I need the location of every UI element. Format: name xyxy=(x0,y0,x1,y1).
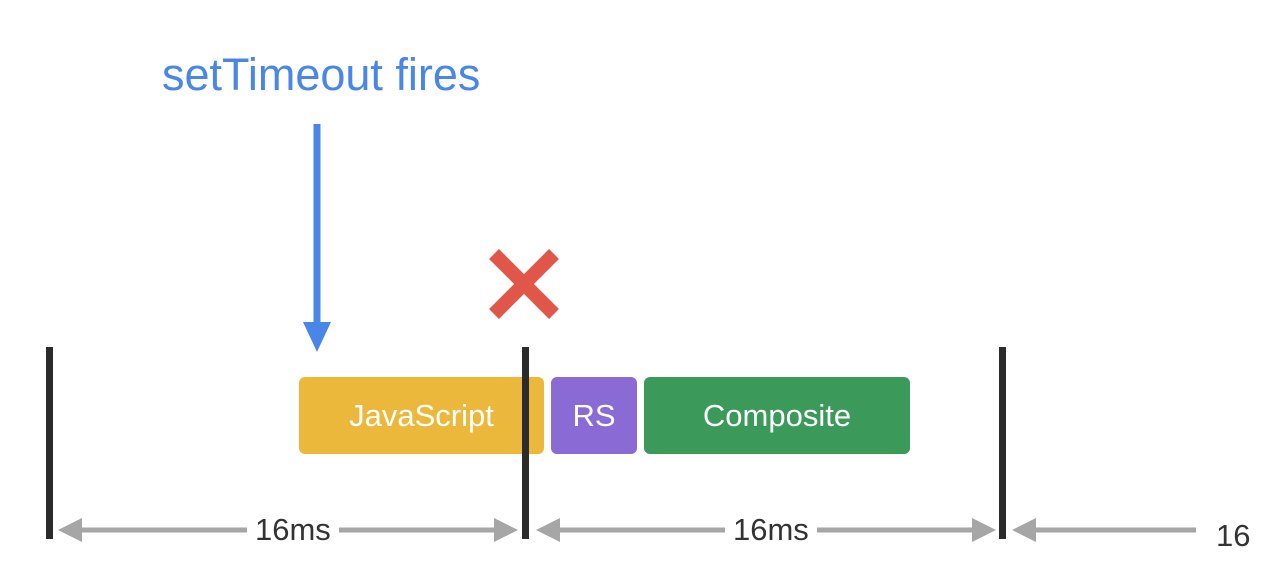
composite-task-block: Composite xyxy=(644,377,910,454)
settimeout-label: setTimeout fires xyxy=(162,49,481,100)
frame-boundary-3 xyxy=(999,347,1006,539)
interval-label-3: 16 xyxy=(1208,514,1251,558)
javascript-task-block: JavaScript xyxy=(299,377,544,454)
interval-label-1: 16ms xyxy=(247,508,339,552)
rs-task-block: RS xyxy=(551,377,637,454)
cross-icon xyxy=(489,249,559,319)
frame-boundary-1 xyxy=(46,347,53,539)
interval-arrow-3 xyxy=(1012,518,1196,542)
settimeout-arrow xyxy=(303,124,331,352)
frame-boundary-2 xyxy=(522,347,529,539)
interval-label-2: 16ms xyxy=(725,508,817,552)
